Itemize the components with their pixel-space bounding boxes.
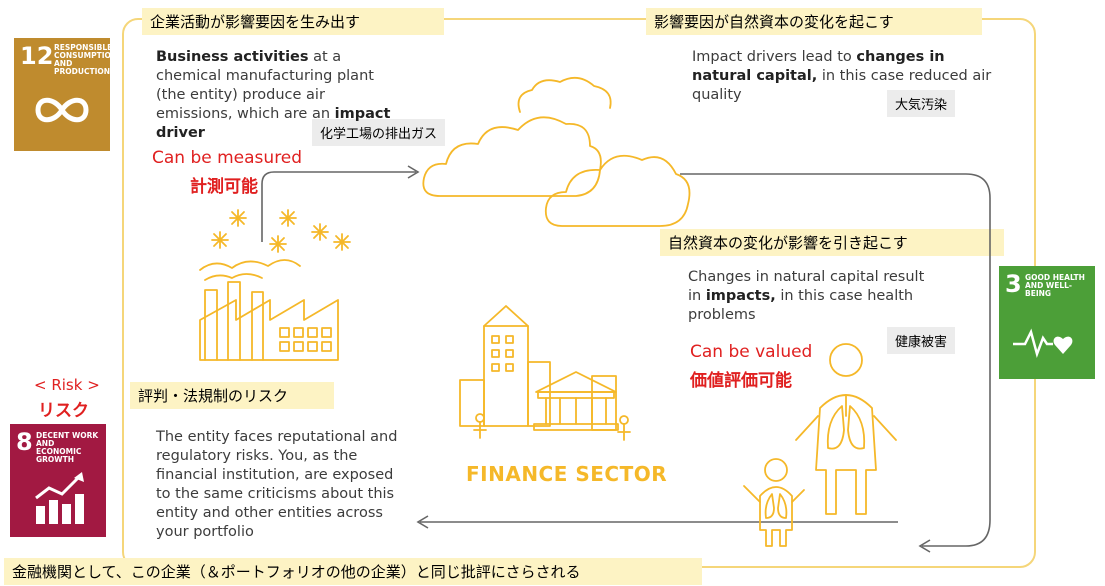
- infinity-icon: [35, 97, 89, 123]
- arrow-air-to-people: [680, 173, 991, 547]
- finance-city-icon: [459, 305, 631, 441]
- sdg-8-title: Decent work and economic growth: [36, 431, 99, 464]
- note-measured-ja: 計測可能: [190, 177, 258, 197]
- emission-sparkles-icon: [211, 209, 351, 253]
- text-impact-body-1: Changes in natural capital result in: [688, 269, 925, 304]
- heartbeat-icon: [1013, 328, 1073, 359]
- text-risk-exposure: The entity faces reputational and regula…: [156, 429, 398, 540]
- sdg-3-title: Good health and well-being: [1025, 273, 1085, 298]
- label-bottom-criticism: 金融機関として、この企業（＆ポートフォリオの他の企業）と同じ批評にさらされる: [4, 558, 702, 585]
- text-change-bold: changes in natural capital,: [692, 49, 945, 84]
- note-risk-en: < Risk >: [34, 376, 100, 394]
- label-plant-emissions: 化学工場の排出ガス: [312, 119, 446, 146]
- label-health-damage: 健康被害: [887, 327, 956, 354]
- sdg-3-tile: 3 Good health and well-being: [999, 266, 1095, 379]
- label-driver-changes-capital: 影響要因が自然資本の変化を起こす: [646, 8, 982, 35]
- text-business-activities: Business activities at a chemical manufa…: [156, 48, 396, 143]
- text-business-body: at a chemical manufacturing plant (the e…: [156, 49, 374, 122]
- note-valued-en: Can be valued: [690, 342, 813, 362]
- label-risk: 評判・法規制のリスク: [130, 382, 334, 409]
- text-impact-bold: impacts,: [705, 288, 776, 304]
- text-change-body-2: in this case reduced air quality: [692, 68, 992, 103]
- finance-sector-label: FINANCE SECTOR: [466, 462, 668, 486]
- sdg-12-title: Responsible consumption and production: [54, 43, 118, 76]
- note-risk-ja: リスク: [38, 401, 89, 421]
- note-measured-en: Can be measured: [152, 148, 303, 168]
- arrow-factory-to-air: [261, 171, 416, 242]
- growth-chart-icon: [35, 472, 84, 524]
- people-lungs-icon: [743, 343, 897, 547]
- sdg-12-number: 12: [20, 42, 54, 70]
- text-impact-body-2: in this case health problems: [688, 288, 914, 323]
- sdg-8-number: 8: [16, 428, 33, 456]
- factory-icon: [199, 259, 339, 361]
- note-valued-ja: 価値評価可能: [690, 371, 792, 391]
- text-changes-natural-capital: Impact drivers lead to changes in natura…: [692, 48, 992, 105]
- text-business-bold-2: impact driver: [156, 106, 391, 141]
- sdg-8-tile: 8 Decent work and economic growth: [10, 424, 106, 537]
- label-change-causes-impact: 自然資本の変化が影響を引き起こす: [660, 229, 1004, 256]
- text-change-body-1: Impact drivers lead to: [692, 49, 857, 65]
- text-business-bold-1: Business activities: [156, 49, 309, 65]
- sdg-12-tile: 12 Responsible consumption and productio…: [14, 38, 118, 151]
- label-business-creates-driver: 企業活動が影響要因を生み出す: [142, 8, 444, 35]
- label-air-pollution: 大気汚染: [887, 90, 956, 117]
- clouds-icon: [422, 76, 691, 227]
- text-impacts: Changes in natural capital result in imp…: [688, 268, 928, 325]
- sdg-3-number: 3: [1005, 270, 1022, 298]
